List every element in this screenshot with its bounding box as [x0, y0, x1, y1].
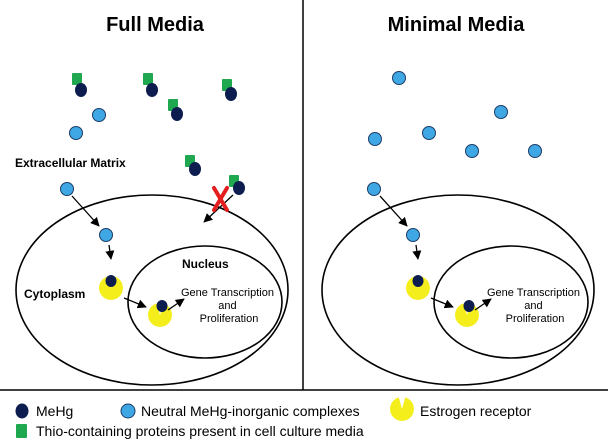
gene-transcription-text: Gene Transcription and Proliferation — [487, 287, 583, 325]
legend-thio-swatch — [16, 424, 27, 438]
entry-arrow — [379, 195, 408, 227]
legend-mehg-label: MeHg — [36, 403, 73, 419]
mehg-thio-complex — [185, 155, 201, 176]
legend: MeHg Neutral MeHg-inorganic complexes Es… — [15, 397, 532, 439]
estrogen-receptor — [455, 300, 479, 327]
full-media-title: Full Media — [106, 14, 205, 36]
neutral-complex — [367, 182, 381, 196]
cell-membrane — [321, 194, 595, 386]
minimal-media-panel: Minimal Media Gene Transcription and Pro… — [321, 14, 595, 386]
translocation-arrow — [123, 297, 147, 309]
neutral-complex — [406, 228, 420, 242]
neutral-complex — [60, 182, 74, 196]
cytoplasm-label: Cytoplasm — [24, 287, 85, 301]
neutral-complex — [69, 126, 83, 140]
gene-transcription-text: Gene Transcription and Proliferation — [181, 287, 277, 325]
arrow-icon — [412, 244, 422, 260]
estrogen-receptor — [406, 275, 430, 300]
neutral-complex — [368, 132, 382, 146]
full-media-panel: Full Media Extracellular — [15, 14, 289, 386]
mehg-thio-complex — [222, 79, 237, 101]
legend-mehg-swatch — [15, 403, 29, 419]
cell-membrane — [15, 194, 289, 386]
nucleus-label: Nucleus — [182, 257, 229, 271]
legend-thio-label: Thio-containing proteins present in cell… — [36, 423, 364, 439]
estrogen-receptor — [99, 275, 123, 300]
mehg-thio-complex — [168, 99, 183, 121]
extracellular-matrix-label: Extracellular Matrix — [15, 156, 126, 170]
entry-arrow — [71, 195, 100, 227]
neutral-complex — [494, 105, 508, 119]
legend-receptor-swatch — [390, 397, 414, 421]
legend-neutral-label: Neutral MeHg-inorganic complexes — [141, 403, 360, 419]
neutral-complex — [392, 71, 406, 85]
mehg-thio-complex — [229, 175, 245, 195]
red-x-icon — [212, 186, 229, 212]
neutral-complex — [92, 108, 106, 122]
blocked-entry-arrow — [203, 194, 234, 223]
mehg-thio-complex — [72, 73, 87, 97]
mehg-thio-complex — [143, 73, 158, 97]
transcription-arrow — [167, 298, 185, 311]
estrogen-receptor — [148, 300, 172, 327]
neutral-complex — [465, 144, 479, 158]
neutral-complex — [422, 126, 436, 140]
translocation-arrow — [430, 297, 454, 309]
arrow-icon — [105, 244, 115, 260]
nucleus-membrane — [433, 245, 589, 359]
legend-neutral-swatch — [120, 403, 136, 419]
transcription-arrow — [474, 298, 492, 311]
nucleus-membrane — [127, 245, 283, 359]
minimal-media-title: Minimal Media — [388, 14, 526, 36]
neutral-complex — [99, 228, 113, 242]
legend-receptor-label: Estrogen receptor — [420, 403, 532, 419]
neutral-complex — [528, 144, 542, 158]
